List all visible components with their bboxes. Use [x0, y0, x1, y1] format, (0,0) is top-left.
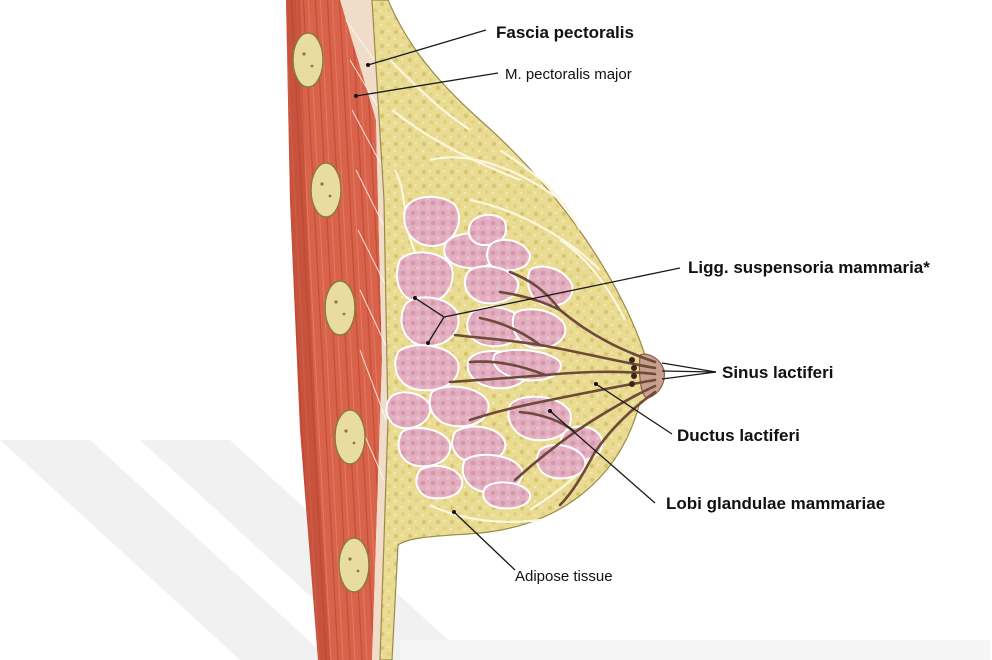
label-sinus-lactiferi: Sinus lactiferi [722, 363, 833, 382]
label-adipose-tissue: Adipose tissue [515, 568, 613, 585]
label-pectoralis-major: M. pectoralis major [505, 66, 632, 83]
label-fascia-pectoralis: Fascia pectoralis [496, 23, 634, 42]
label-lobi-glandulae: Lobi glandulae mammariae [666, 494, 885, 513]
label-ductus-lactiferi: Ductus lactiferi [677, 426, 800, 445]
leader-sinus-lactiferi-3 [662, 372, 716, 379]
label-ligg-suspensoria: Ligg. suspensoria mammaria* [688, 258, 930, 277]
